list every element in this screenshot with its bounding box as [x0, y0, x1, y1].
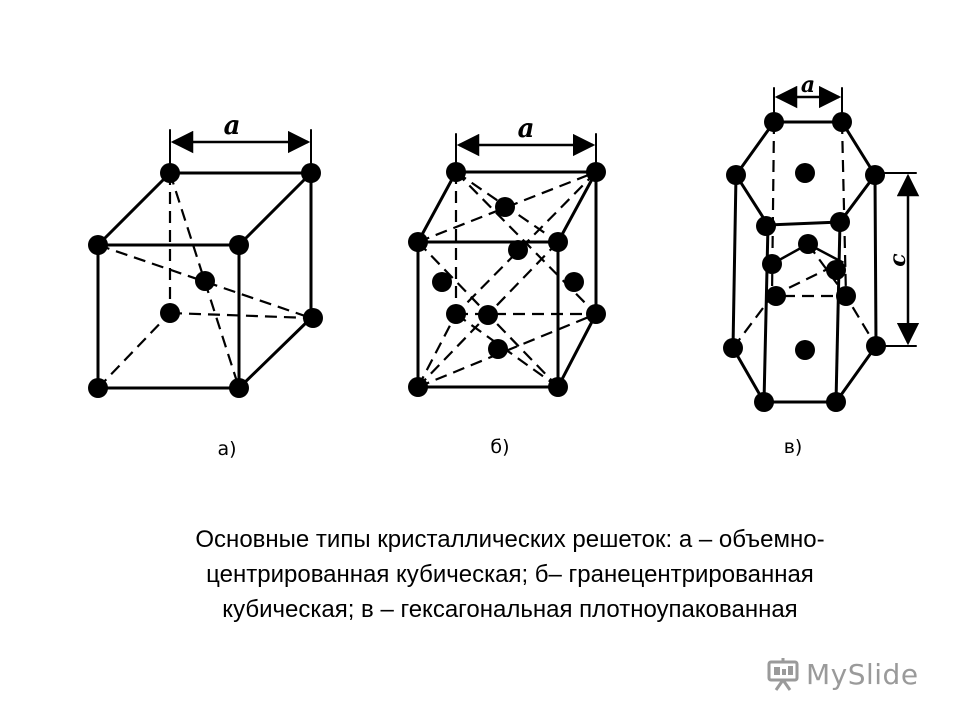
subfigure-label-b: б): [490, 436, 509, 458]
crystal-lattice-figure: a а): [88, 72, 920, 460]
fcc-atoms: [408, 162, 606, 397]
hcp-dimension-c: c: [884, 172, 920, 347]
dim-label-c: c: [885, 253, 911, 267]
caption-line-1: Основные типы кристаллических решеток: а…: [195, 526, 825, 553]
bcc-edges: [96, 171, 313, 390]
fcc-lattice: a б): [408, 114, 606, 458]
bcc-atoms: [88, 163, 323, 398]
caption-line-2: центрированная кубическая; б– гранецентр…: [206, 561, 814, 588]
fcc-dimension-a: a: [455, 114, 597, 163]
bcc-lattice: a а): [88, 111, 323, 460]
caption-line-3: кубическая; в – гексагональная плотноупа…: [222, 596, 798, 623]
hcp-atoms: [723, 112, 886, 412]
hcp-lattice: a c в): [723, 72, 920, 458]
myslide-watermark: MySlide: [766, 654, 919, 694]
subfigure-label-a: а): [217, 438, 236, 460]
watermark-text: MySlide: [806, 657, 919, 691]
subfigure-label-c: в): [784, 436, 803, 458]
dim-label-a: a: [518, 114, 535, 144]
presentation-board-icon: [767, 658, 799, 691]
figure-caption: Основные типы кристаллических решеток: а…: [100, 522, 920, 627]
bcc-hidden-edges: [97, 172, 312, 389]
hcp-dimension-a: a: [773, 72, 843, 113]
dim-label-a: a: [801, 72, 815, 98]
dim-label-a: a: [224, 111, 241, 141]
bcc-dimension-a: a: [169, 111, 312, 164]
